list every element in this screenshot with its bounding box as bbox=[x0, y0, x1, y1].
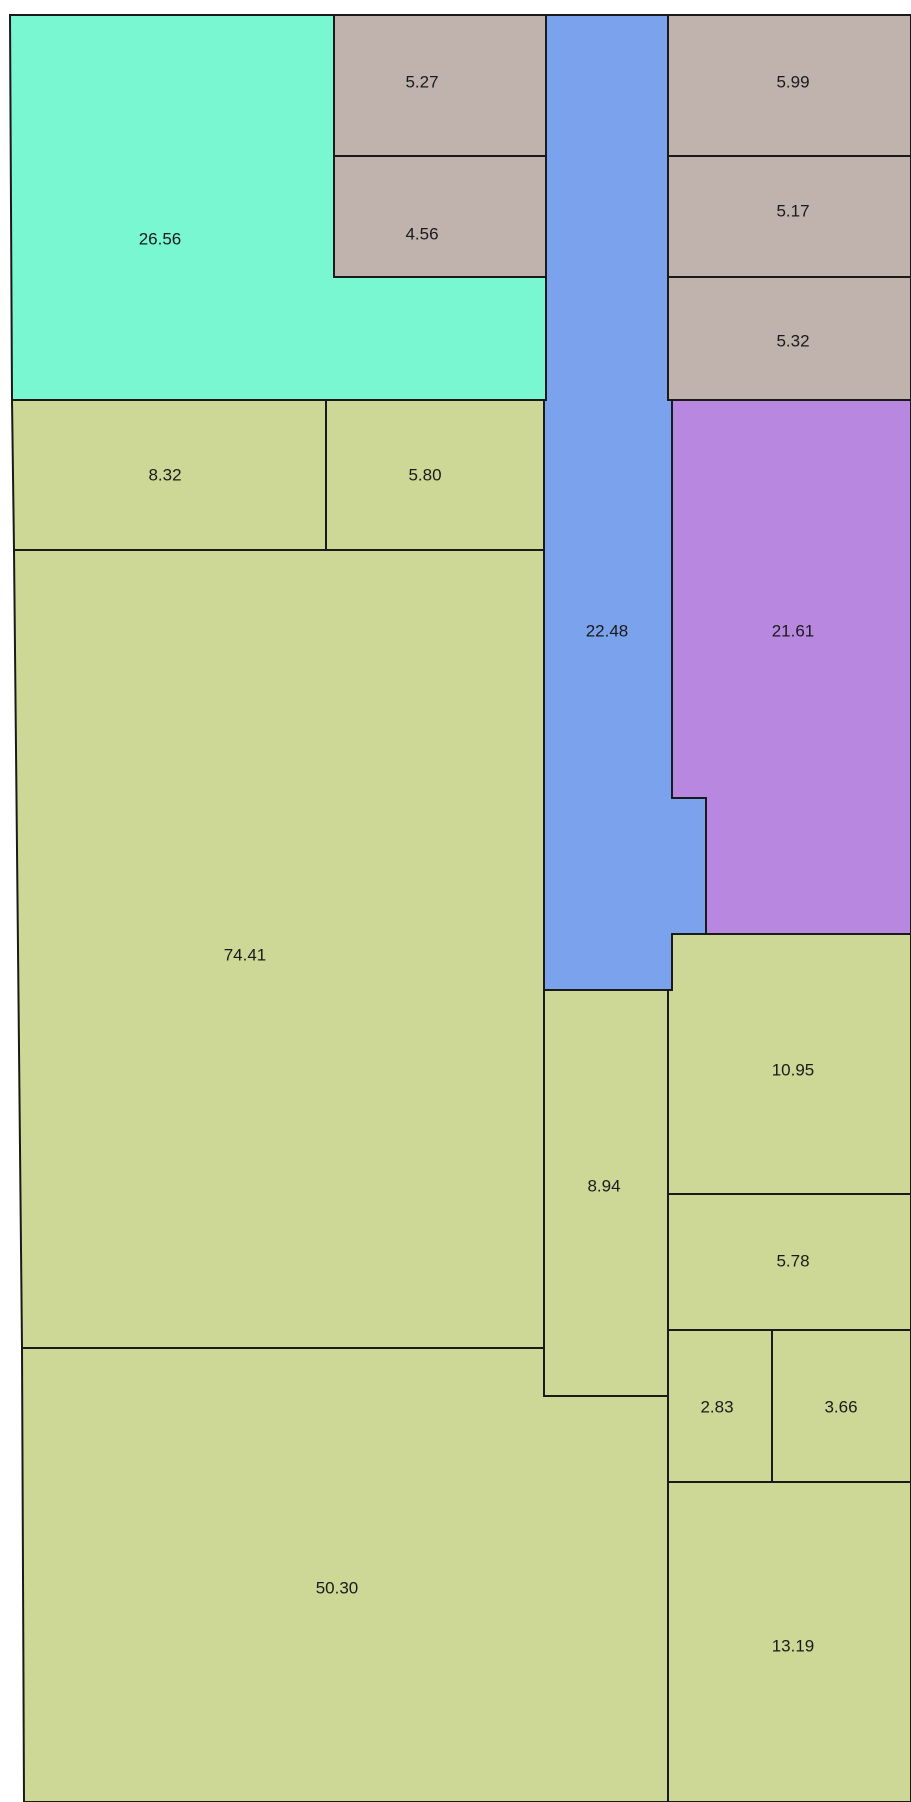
room-74-41-label: 74.41 bbox=[224, 945, 267, 964]
room-5-99-label: 5.99 bbox=[776, 72, 809, 91]
room-5-78 bbox=[667, 1193, 911, 1331]
room-10-95-label: 10.95 bbox=[772, 1060, 815, 1079]
room-5-17-label: 5.17 bbox=[776, 201, 809, 220]
room-5-27-label: 5.27 bbox=[405, 72, 438, 91]
room-26-56-label: 26.56 bbox=[139, 229, 182, 248]
room-21-61 bbox=[671, 399, 911, 935]
room-50-30-label: 50.30 bbox=[316, 1578, 359, 1597]
room-5-78-label: 5.78 bbox=[776, 1251, 809, 1270]
room-50-30 bbox=[20, 1347, 669, 1802]
room-8-32-label: 8.32 bbox=[148, 465, 181, 484]
room-5-99 bbox=[667, 14, 911, 157]
room-5-17 bbox=[667, 155, 911, 278]
room-8-94-label: 8.94 bbox=[587, 1176, 620, 1195]
room-2-83-label: 2.83 bbox=[700, 1397, 733, 1416]
room-22-48-label: 22.48 bbox=[586, 621, 629, 640]
room-5-80-label: 5.80 bbox=[408, 465, 441, 484]
room-21-61-label: 21.61 bbox=[772, 621, 815, 640]
room-3-66-label: 3.66 bbox=[824, 1397, 857, 1416]
room-13-19 bbox=[667, 1481, 911, 1802]
room-4-56-label: 4.56 bbox=[405, 224, 438, 243]
room-3-66 bbox=[771, 1329, 911, 1483]
room-13-19-label: 13.19 bbox=[772, 1636, 815, 1655]
room-74-41 bbox=[12, 549, 545, 1349]
room-5-32-label: 5.32 bbox=[776, 331, 809, 350]
room-4-56 bbox=[333, 155, 547, 278]
room-5-32 bbox=[667, 276, 911, 401]
room-5-27 bbox=[333, 14, 547, 157]
